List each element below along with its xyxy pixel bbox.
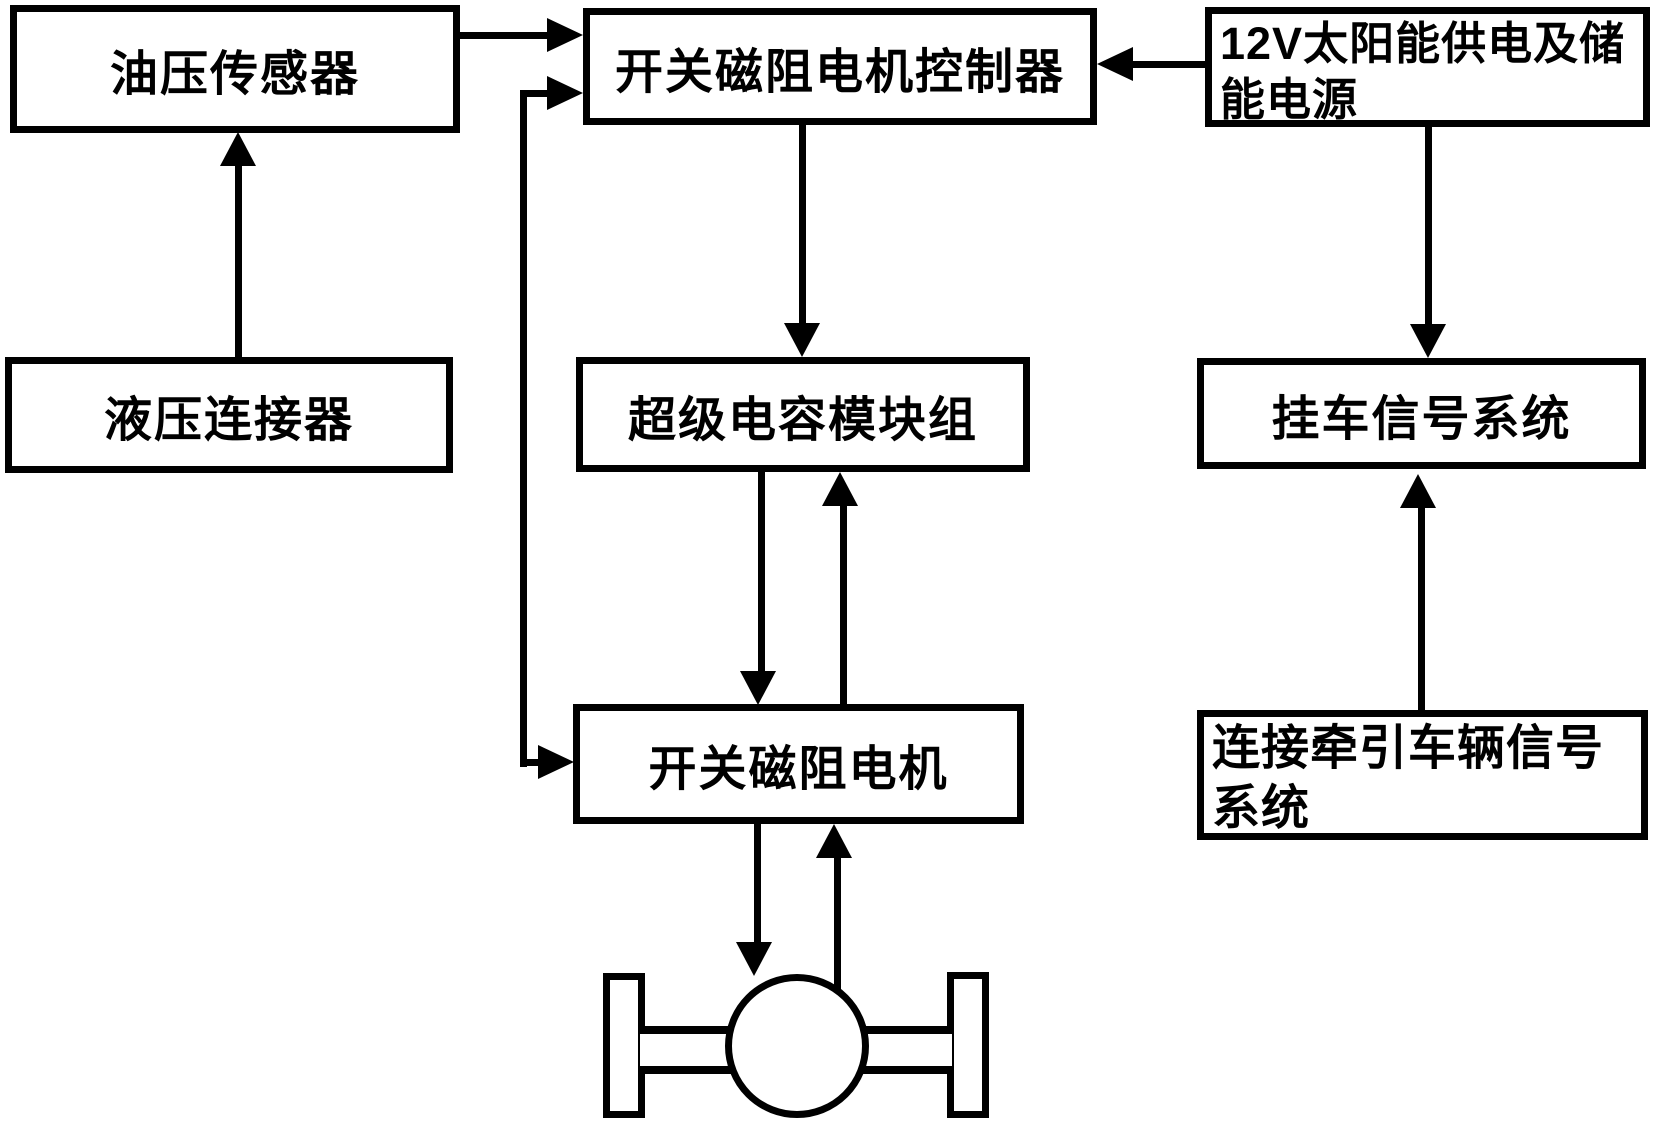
node-label: 超级电容模块组	[627, 393, 978, 447]
edge-controller-motor-feedback-vline	[520, 90, 527, 767]
edge-controller-to-supercap-line	[799, 125, 806, 324]
edge-controller-motor-feedback-bottom-hline	[520, 759, 540, 766]
left-axle-shaft	[640, 1026, 732, 1074]
node-label: 挂车信号系统	[1271, 392, 1572, 446]
arrowhead-right-icon	[547, 76, 583, 110]
edge-motor-to-wheel-line	[754, 824, 761, 946]
node-src-controller: 开关磁阻电机控制器	[583, 8, 1097, 125]
node-src-motor: 开关磁阻电机	[573, 704, 1024, 824]
arrowhead-left-icon	[1097, 47, 1133, 81]
edge-solar-to-controller-line	[1132, 61, 1205, 68]
node-label-line1: 连接牵引车辆信号	[1212, 722, 1605, 775]
right-wheel	[947, 972, 989, 1118]
arrowhead-right-icon	[547, 18, 583, 52]
node-trailer-signal: 挂车信号系统	[1197, 358, 1646, 469]
arrowhead-down-icon	[784, 323, 820, 357]
node-label: 开关磁阻电机控制器	[614, 45, 1065, 99]
node-hydraulic-connector: 液压连接器	[5, 357, 453, 473]
arrowhead-down-icon	[1410, 324, 1446, 358]
node-label-line1: 12V太阳能供电及储	[1220, 18, 1626, 69]
node-oil-pressure-sensor: 油压传感器	[10, 5, 460, 133]
edge-wheel-to-motor-line	[834, 855, 841, 992]
node-traction-signal: 连接牵引车辆信号 系统	[1197, 710, 1648, 840]
arrowhead-right-icon	[538, 745, 574, 779]
node-label: 液压连接器	[103, 394, 354, 447]
right-axle-shaft	[862, 1026, 952, 1074]
node-label: 油压传感器	[109, 48, 360, 101]
arrowhead-up-icon	[1400, 474, 1436, 508]
node-label-line2: 系统	[1212, 782, 1311, 835]
arrowhead-up-icon	[816, 824, 852, 858]
node-supercap-module: 超级电容模块组	[576, 357, 1030, 472]
node-label: 开关磁阻电机	[648, 743, 949, 796]
arrowhead-down-icon	[740, 671, 776, 705]
arrowhead-up-icon	[220, 132, 256, 166]
edge-motor-to-supercap-line	[840, 503, 847, 705]
edge-solar-to-trailer-line	[1425, 127, 1432, 325]
arrowhead-down-icon	[736, 942, 772, 976]
edge-sensor-to-controller-line	[460, 32, 548, 39]
edge-hydraulic-to-sensor-line	[235, 166, 242, 357]
arrowhead-up-icon	[822, 472, 858, 506]
edge-traction-to-trailer-line	[1418, 506, 1425, 710]
motor-hub-circle	[725, 974, 869, 1118]
node-solar-power: 12V太阳能供电及储 能电源	[1205, 7, 1650, 127]
node-label-line2: 能电源	[1220, 74, 1359, 125]
edge-supercap-to-motor-line	[758, 472, 765, 674]
edge-controller-motor-feedback-top-hline	[520, 90, 550, 97]
left-wheel	[603, 973, 645, 1118]
